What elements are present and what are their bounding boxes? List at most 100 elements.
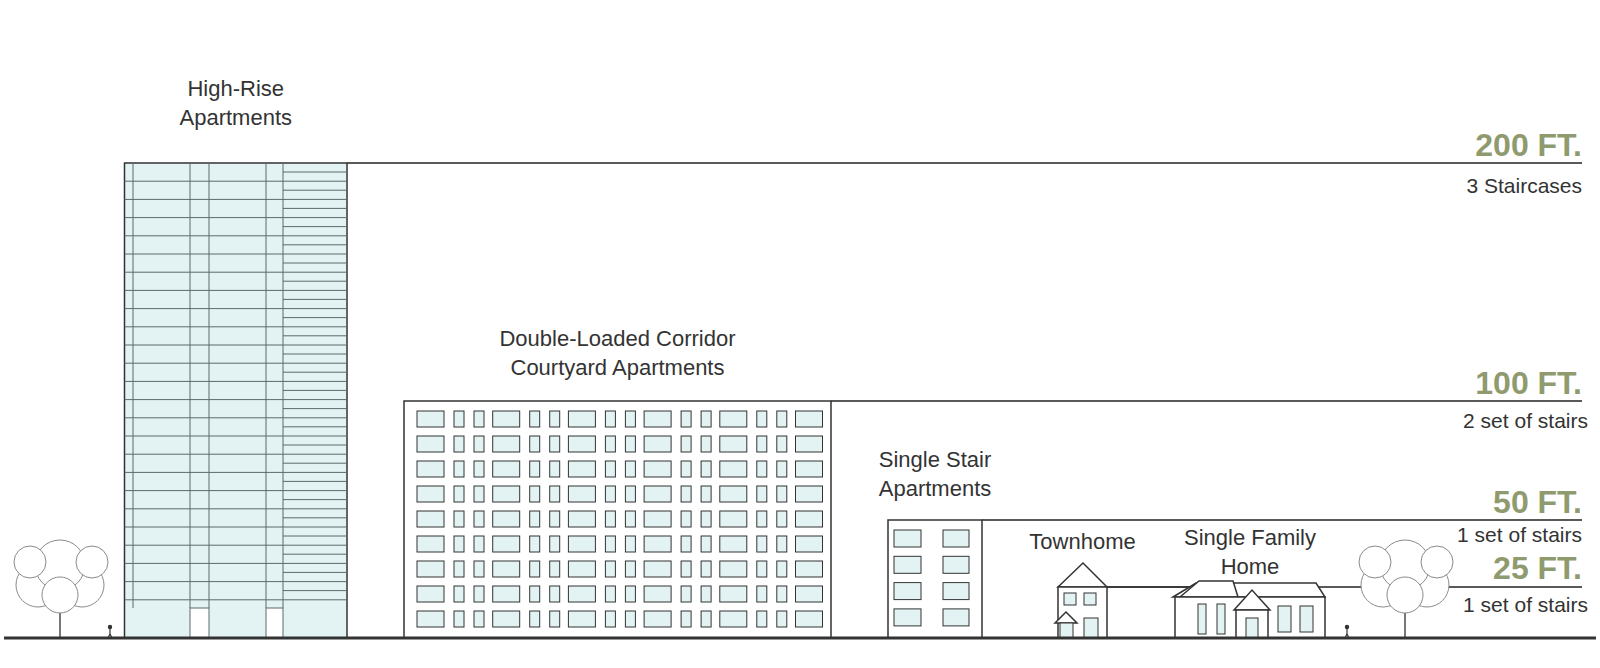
floor-line	[125, 217, 348, 218]
window	[568, 586, 595, 602]
window	[777, 586, 787, 602]
floor-line	[125, 254, 348, 255]
window	[474, 511, 484, 527]
window	[474, 586, 484, 602]
window	[493, 486, 520, 502]
window	[757, 586, 767, 602]
floor-line	[283, 172, 347, 173]
level-line	[1107, 586, 1582, 588]
window	[474, 561, 484, 577]
window	[796, 561, 823, 577]
window	[796, 486, 823, 502]
window	[493, 561, 520, 577]
window	[777, 561, 787, 577]
floor-line	[125, 545, 348, 546]
window	[493, 586, 520, 602]
window	[550, 536, 560, 552]
window	[605, 436, 615, 452]
floor-line	[283, 317, 347, 318]
window	[681, 586, 691, 602]
mullion	[283, 163, 284, 608]
floor-line	[283, 281, 347, 282]
pier	[266, 608, 283, 638]
window	[777, 611, 787, 627]
stair-count-label: 1 set of stairs	[1461, 593, 1590, 617]
building-label: Single Stair Apartments	[860, 445, 1010, 503]
window	[568, 411, 595, 427]
height-label: 50 FT.	[1491, 485, 1584, 519]
mullion	[266, 163, 267, 608]
window	[943, 530, 969, 547]
window	[894, 556, 921, 573]
window	[681, 561, 691, 577]
window	[568, 461, 595, 477]
window	[625, 411, 635, 427]
building-label: Townhome	[1029, 527, 1135, 556]
floor-line	[125, 345, 348, 346]
window	[568, 511, 595, 527]
window	[530, 511, 540, 527]
window	[681, 411, 691, 427]
window	[796, 536, 823, 552]
window	[454, 586, 464, 602]
window	[644, 411, 671, 427]
window	[796, 511, 823, 527]
floor-line	[283, 190, 347, 191]
tree	[1359, 540, 1453, 638]
window	[894, 583, 921, 600]
window	[720, 436, 747, 452]
window	[454, 511, 464, 527]
window	[701, 486, 711, 502]
window	[757, 536, 767, 552]
window	[644, 486, 671, 502]
window	[605, 586, 615, 602]
window	[943, 556, 969, 573]
window	[757, 436, 767, 452]
window	[681, 511, 691, 527]
window	[681, 536, 691, 552]
window	[701, 561, 711, 577]
window	[796, 436, 823, 452]
window	[625, 461, 635, 477]
window	[796, 586, 823, 602]
window	[474, 611, 484, 627]
pier	[190, 608, 209, 638]
floor-line	[283, 263, 347, 264]
window	[757, 511, 767, 527]
window	[625, 436, 635, 452]
window	[474, 411, 484, 427]
stair-count-label: 1 set of stairs	[1455, 523, 1584, 547]
floor-line	[283, 244, 347, 245]
floor-line	[125, 581, 348, 582]
window	[720, 561, 747, 577]
window	[701, 436, 711, 452]
window	[701, 411, 711, 427]
floor-line	[125, 508, 348, 509]
window	[550, 461, 560, 477]
windows	[894, 530, 969, 626]
window	[530, 436, 540, 452]
window	[625, 486, 635, 502]
floor-line	[125, 490, 348, 491]
window	[550, 436, 560, 452]
window	[757, 461, 767, 477]
windows	[417, 411, 823, 627]
window	[720, 536, 747, 552]
floor-line	[125, 290, 348, 291]
floor-line	[283, 390, 347, 391]
ground-line	[4, 637, 1596, 640]
window	[644, 536, 671, 552]
window	[777, 411, 787, 427]
window	[720, 461, 747, 477]
window	[530, 536, 540, 552]
window	[625, 561, 635, 577]
window	[493, 411, 520, 427]
window	[720, 411, 747, 427]
window	[605, 536, 615, 552]
window	[681, 436, 691, 452]
window	[493, 511, 520, 527]
window	[777, 436, 787, 452]
high-rise-building: High-Rise Apartments	[125, 163, 348, 638]
level-line	[982, 519, 1582, 521]
floor-line	[125, 454, 348, 455]
